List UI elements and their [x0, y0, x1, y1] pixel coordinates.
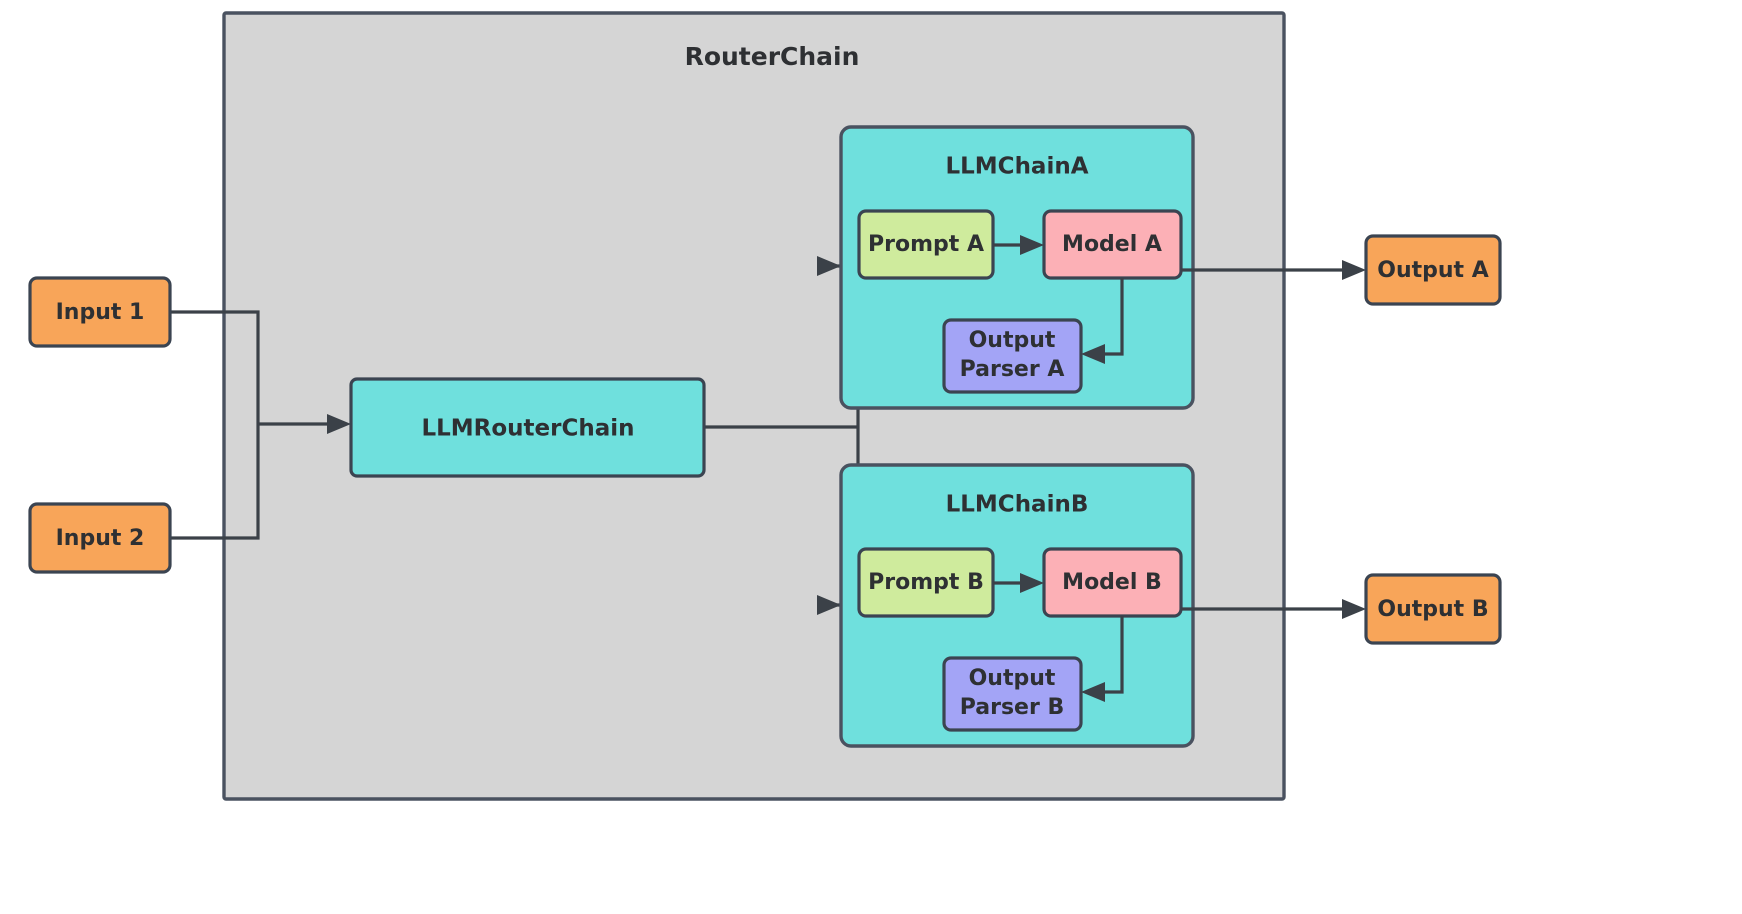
prompt-b-label: Prompt B — [868, 570, 984, 595]
arrowhead-prompt-b-to-model-b — [1020, 573, 1044, 593]
edge-input1-to-junction — [170, 310, 260, 424]
output-parser-b-box[interactable] — [942, 656, 1083, 732]
arrowhead-prompt-a-to-model-a — [1020, 235, 1044, 255]
output-parser-a-label-line2: Parser A — [960, 357, 1065, 382]
llm-chain-a-container[interactable] — [839, 125, 1195, 410]
arrowhead-model-a-to-parser-a — [1081, 344, 1105, 364]
output-parser-b-label-line2: Parser B — [960, 695, 1065, 720]
output-b-box[interactable] — [1364, 573, 1502, 645]
edge-input2-to-junction — [170, 424, 260, 540]
model-b-label: Model B — [1062, 570, 1162, 595]
arrowhead-junction-to-router — [327, 414, 351, 434]
input-2-label: Input 2 — [56, 526, 145, 551]
output-b-label: Output B — [1377, 597, 1488, 622]
output-parser-b-label-line1: Output — [969, 666, 1056, 691]
llm-chain-b-title: LLMChainB — [946, 492, 1089, 518]
arrowhead-branch-to-chain-b — [817, 595, 841, 615]
arrowhead-branch-to-chain-a — [817, 256, 841, 276]
prompt-a-label: Prompt A — [868, 232, 984, 257]
output-parser-a-box[interactable] — [942, 318, 1083, 394]
llm-router-chain-label: LLMRouterChain — [421, 416, 634, 442]
edge-model-a-to-parser-a — [1100, 278, 1124, 356]
output-a-label: Output A — [1377, 258, 1489, 283]
llm-router-chain-box[interactable] — [349, 377, 706, 478]
output-a-box[interactable] — [1364, 234, 1502, 306]
input-2-box[interactable] — [28, 502, 172, 574]
model-a-label: Model A — [1062, 232, 1162, 257]
llm-chain-a-title: LLMChainA — [945, 154, 1088, 180]
output-parser-a-label-line1: Output — [969, 328, 1056, 353]
edge-model-b-to-parser-b — [1100, 616, 1124, 694]
router-chain-title-text: RouterChain — [685, 42, 860, 71]
arrowhead-model-a-to-output-a — [1342, 260, 1366, 280]
arrowhead-model-b-to-output-b — [1342, 599, 1366, 619]
llm-chain-b-container[interactable] — [839, 463, 1195, 748]
input-1-label: Input 1 — [56, 300, 145, 325]
model-a-box[interactable] — [1042, 209, 1183, 280]
input-1-box[interactable] — [28, 276, 172, 348]
model-b-box[interactable] — [1042, 547, 1183, 618]
arrowhead-model-b-to-parser-b — [1081, 682, 1105, 702]
